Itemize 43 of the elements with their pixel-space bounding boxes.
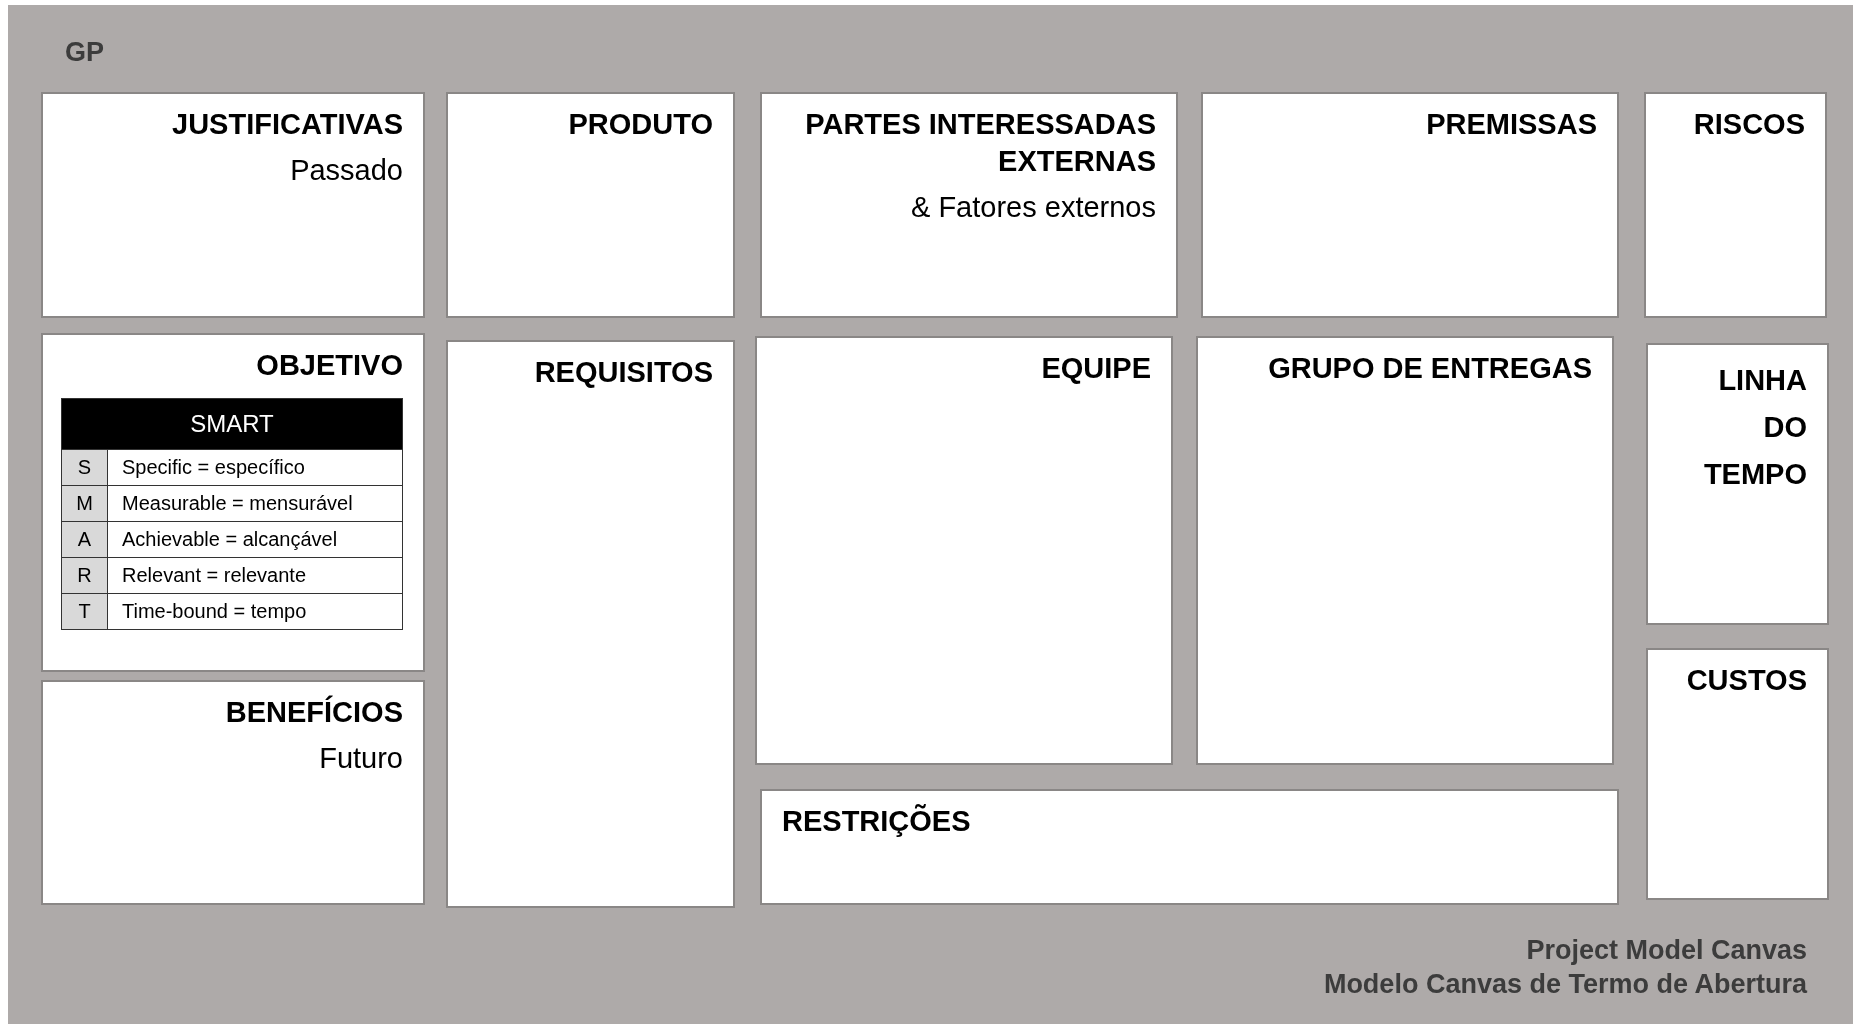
block-heading: EQUIPE: [1040, 351, 1151, 386]
canvas-block: [1646, 343, 1829, 625]
letter-cell: R: [61, 557, 108, 594]
letter-cell: A: [61, 521, 108, 558]
meaning-cell: Relevant = relevante: [107, 557, 403, 594]
meaning-cell: Time-bound = tempo: [107, 593, 403, 630]
canvas-block: [446, 340, 735, 908]
block-heading: RISCOS: [1692, 107, 1805, 142]
canvas-block: [41, 680, 425, 905]
block-heading: PARTES INTERESSADAS EXTERNAS: [804, 107, 1156, 179]
block-heading: PREMISSAS: [1425, 107, 1597, 142]
block-heading: JUSTIFICATIVAS: [171, 107, 403, 142]
letter-cell: S: [61, 449, 108, 486]
block-heading: OBJETIVO: [255, 348, 403, 383]
block-heading: CUSTOS: [1685, 663, 1807, 698]
canvas-block: [755, 336, 1173, 765]
meaning-cell: Measurable = mensurável: [107, 485, 403, 522]
canvas-block: [446, 92, 735, 318]
block-heading: REQUISITOS: [533, 355, 713, 390]
canvas-title: GP: [65, 37, 104, 68]
canvas-block: [1646, 648, 1829, 900]
canvas-block: [1196, 336, 1614, 765]
block-subtitle: & Fatores externos: [910, 190, 1156, 225]
block-heading: LINHA DO TEMPO: [1702, 363, 1807, 492]
block-heading: RESTRIÇÕES: [782, 803, 972, 839]
block-subtitle: Futuro: [318, 741, 403, 776]
block-heading: PRODUTO: [567, 107, 713, 142]
meaning-cell: Specific = específico: [107, 449, 403, 486]
table-header: SMART: [61, 398, 403, 450]
canvas-block: [760, 92, 1178, 318]
footer-caption: Modelo Canvas de Termo de Abertura: [1323, 969, 1807, 1000]
block-heading: GRUPO DE ENTREGAS: [1267, 351, 1592, 386]
canvas-block: [1644, 92, 1827, 318]
meaning-cell: Achievable = alcançável: [107, 521, 403, 558]
canvas-block: [760, 789, 1619, 905]
canvas-block: [41, 333, 425, 672]
block-heading: BENEFÍCIOS: [224, 694, 403, 730]
letter-cell: T: [61, 593, 108, 630]
canvas-block: [41, 92, 425, 318]
canvas-block: [1201, 92, 1619, 318]
block-subtitle: Passado: [289, 153, 403, 188]
footer-caption: Project Model Canvas: [1526, 935, 1807, 966]
letter-cell: M: [61, 485, 108, 522]
